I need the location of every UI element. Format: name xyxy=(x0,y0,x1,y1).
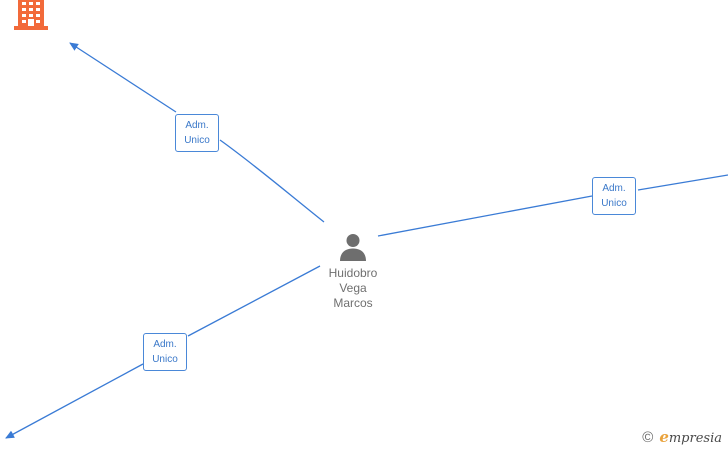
building-icon[interactable] xyxy=(14,0,48,30)
edge-label-line1: Adm. xyxy=(185,120,209,131)
brand-logo[interactable]: empresia xyxy=(659,428,722,446)
brand-logo-text: mpresia xyxy=(668,431,722,446)
person-name-line2: Vega xyxy=(339,281,367,295)
edge-label-line2: Unico xyxy=(152,354,178,365)
edge-label-line2: Unico xyxy=(184,135,210,146)
footer-brand: © empresia xyxy=(642,428,722,446)
person-name-line1: Huidobro xyxy=(328,266,378,280)
edge-label-line1: Adm. xyxy=(602,183,626,194)
brand-logo-initial: e xyxy=(659,428,669,446)
person-name-line3: Marcos xyxy=(333,296,373,310)
edge-line-top-left[interactable] xyxy=(70,43,325,223)
edge-line-right[interactable] xyxy=(377,174,728,237)
copyright-symbol: © xyxy=(642,428,654,446)
edge-label-right[interactable]: Adm. Unico xyxy=(592,177,636,215)
person-icon xyxy=(340,234,366,261)
edge-line-bottom-left[interactable] xyxy=(6,265,321,438)
person-node[interactable]: Huidobro Vega Marcos xyxy=(314,232,392,311)
edge-label-top-left[interactable]: Adm. Unico xyxy=(175,114,219,152)
person-name: Huidobro Vega Marcos xyxy=(314,266,392,311)
edge-label-line1: Adm. xyxy=(153,339,177,350)
edge-label-bottom-left[interactable]: Adm. Unico xyxy=(143,333,187,371)
edge-label-line2: Unico xyxy=(601,198,627,209)
